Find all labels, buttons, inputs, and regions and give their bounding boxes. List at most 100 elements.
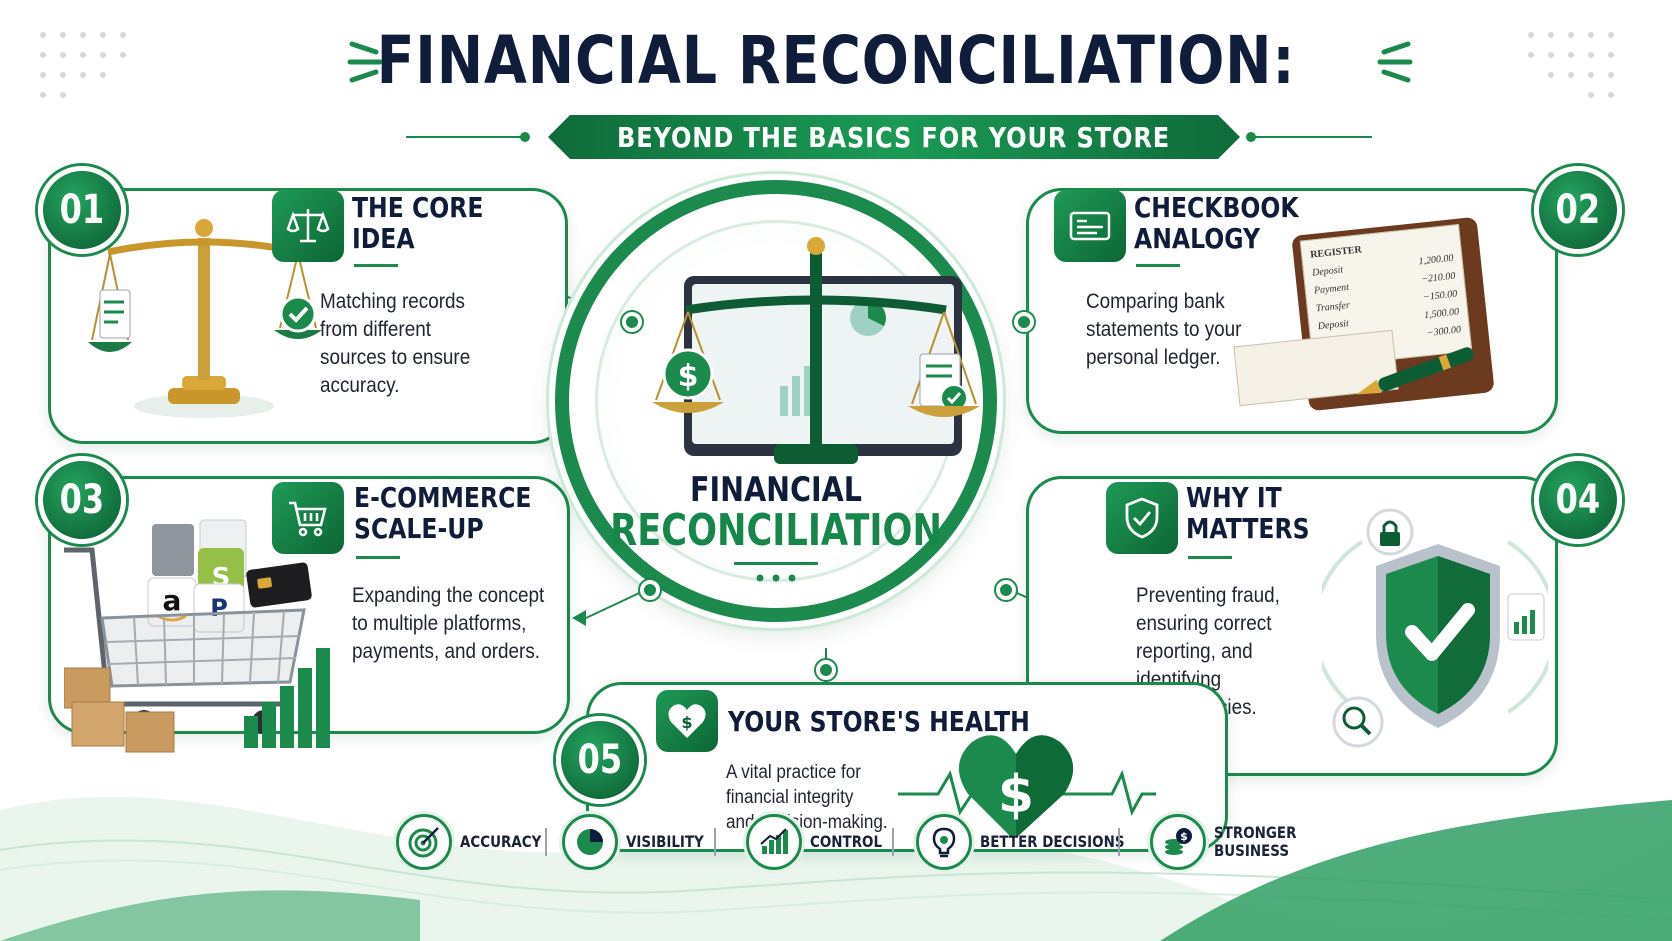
card-title-line: SCALE-UP	[354, 512, 484, 545]
connector-node	[640, 580, 660, 600]
card-description-line: personal ledger.	[1086, 346, 1221, 369]
title-accent-left	[347, 41, 383, 83]
heart-health-illustration: $	[898, 735, 1156, 838]
page-title: FINANCIAL RECONCILIATION:	[376, 22, 1296, 99]
connector-node	[1014, 312, 1034, 332]
footer-separator	[1118, 828, 1120, 856]
card-title-line: CHECKBOOK	[1134, 191, 1299, 224]
footer-benefit-stronger-business: $ STRONGER BUSINESS	[1150, 812, 1312, 872]
center-title-line1: FINANCIAL	[690, 470, 862, 510]
card-number-badge: 05	[556, 716, 644, 804]
footer-separator	[714, 828, 716, 856]
footer-benefit-better-decisions: BETTER DECISIONS	[916, 812, 1152, 872]
card-title-line: ANALOGY	[1134, 222, 1261, 255]
card-number: 05	[577, 737, 623, 783]
connector-node	[996, 580, 1016, 600]
footer-separator	[892, 828, 894, 856]
card-number-badge: 01	[38, 166, 126, 254]
scales-icon	[272, 190, 344, 262]
svg-text:$: $	[681, 713, 692, 732]
card-title-line: IDEA	[352, 222, 415, 255]
shopping-cart-icon	[272, 482, 344, 554]
shield-check-icon	[1106, 482, 1178, 554]
card-number-badge: 03	[38, 456, 126, 544]
pie-chart-icon	[562, 814, 618, 870]
subtitle-rule-dot-right	[1246, 132, 1256, 142]
card-title: E-COMMERCE SCALE-UP	[354, 482, 531, 544]
center-scales-illustration: $	[652, 237, 980, 464]
card-description-line: ensuring correct	[1136, 612, 1272, 635]
svg-text:a: a	[163, 584, 182, 617]
subtitle-rule-left	[406, 136, 524, 138]
balance-scales-illustration	[88, 219, 322, 418]
svg-text:$: $	[998, 765, 1034, 825]
card-number-badge: 04	[1534, 456, 1622, 544]
card-underline	[1188, 556, 1232, 559]
card-number: 02	[1555, 187, 1601, 233]
footer-benefit-control: CONTROL	[746, 812, 896, 872]
card-description: Comparing bank statements to your person…	[1086, 288, 1241, 372]
card-title-line: MATTERS	[1186, 512, 1310, 545]
card-description-line: Matching records	[320, 290, 465, 313]
card-description-line: financial integrity	[726, 787, 854, 808]
footer-separator	[545, 828, 547, 856]
card-description-line: reporting, and	[1136, 640, 1253, 663]
card-title: YOUR STORE'S HEALTH	[728, 705, 1030, 738]
card-description-line: A vital practice for	[726, 762, 861, 783]
center-title-line2: RECONCILIATION	[610, 505, 942, 556]
card-underline	[354, 264, 398, 267]
card-number: 03	[59, 477, 105, 523]
card-underline	[1136, 264, 1180, 267]
card-description-line: Expanding the concept	[352, 584, 545, 607]
card-title: CHECKBOOK ANALOGY	[1134, 192, 1299, 254]
center-pagination-dots	[756, 574, 796, 582]
page-subtitle: BEYOND THE BASICS FOR YOUR STORE	[617, 120, 1171, 154]
card-underline	[356, 556, 400, 559]
connector-node	[816, 660, 836, 680]
card-title-line: THE CORE	[352, 191, 484, 224]
svg-text:$: $	[678, 359, 699, 394]
footer-benefit-visibility: VISIBILITY	[562, 812, 719, 872]
footer-benefit-accuracy: ACCURACY	[396, 812, 557, 872]
card-description-line: payments, and orders.	[352, 640, 541, 663]
card-description-line: sources to ensure	[320, 346, 471, 369]
card-description-line: to multiple platforms,	[352, 612, 527, 635]
subtitle-rule-right	[1254, 136, 1372, 138]
dot-grid-right	[1528, 32, 1614, 98]
card-title: THE CORE IDEA	[352, 192, 483, 254]
footer-benefit-label: STRONGER BUSINESS	[1214, 824, 1296, 860]
card-title: WHY IT MATTERS	[1186, 482, 1310, 544]
lightbulb-icon	[916, 814, 972, 870]
dot-grid-left	[40, 32, 126, 98]
background-waves	[0, 796, 1672, 941]
card-description-line: Comparing bank	[1086, 290, 1225, 313]
card-description: Expanding the concept to multiple platfo…	[352, 582, 544, 666]
subtitle-ribbon: BEYOND THE BASICS FOR YOUR STORE	[548, 115, 1240, 159]
card-description-line: Preventing fraud,	[1136, 584, 1280, 607]
target-icon	[396, 814, 452, 870]
card-number-badge: 02	[1534, 166, 1622, 254]
card-title-line: WHY IT	[1186, 481, 1282, 514]
center-underline	[734, 562, 818, 565]
svg-text:$: $	[1180, 830, 1188, 843]
footer-benefit-label-line: STRONGER	[1214, 823, 1297, 842]
subtitle-rule-dot-left	[520, 132, 530, 142]
checkbook-icon	[1054, 190, 1126, 262]
title-accent-right	[1377, 41, 1413, 83]
card-description-line: accuracy.	[320, 374, 400, 397]
fountain-pen-illustration	[1356, 347, 1474, 395]
card-description: Matching records from different sources …	[320, 288, 470, 400]
card-number: 04	[1555, 477, 1601, 523]
security-shield-illustration	[1322, 508, 1548, 748]
shopping-cart-illustration: a S P	[64, 519, 330, 753]
footer-benefit-label-line: BUSINESS	[1214, 841, 1290, 860]
footer-benefit-label: BETTER DECISIONS	[980, 832, 1125, 851]
card-description-line: from different	[320, 318, 432, 341]
footer-benefit-label: CONTROL	[810, 832, 883, 851]
heart-dollar-icon: $	[656, 690, 718, 752]
card-number: 01	[59, 187, 105, 233]
coins-icon: $	[1150, 814, 1206, 870]
footer-benefit-label: ACCURACY	[460, 832, 542, 851]
card-description-line: statements to your	[1086, 318, 1242, 341]
